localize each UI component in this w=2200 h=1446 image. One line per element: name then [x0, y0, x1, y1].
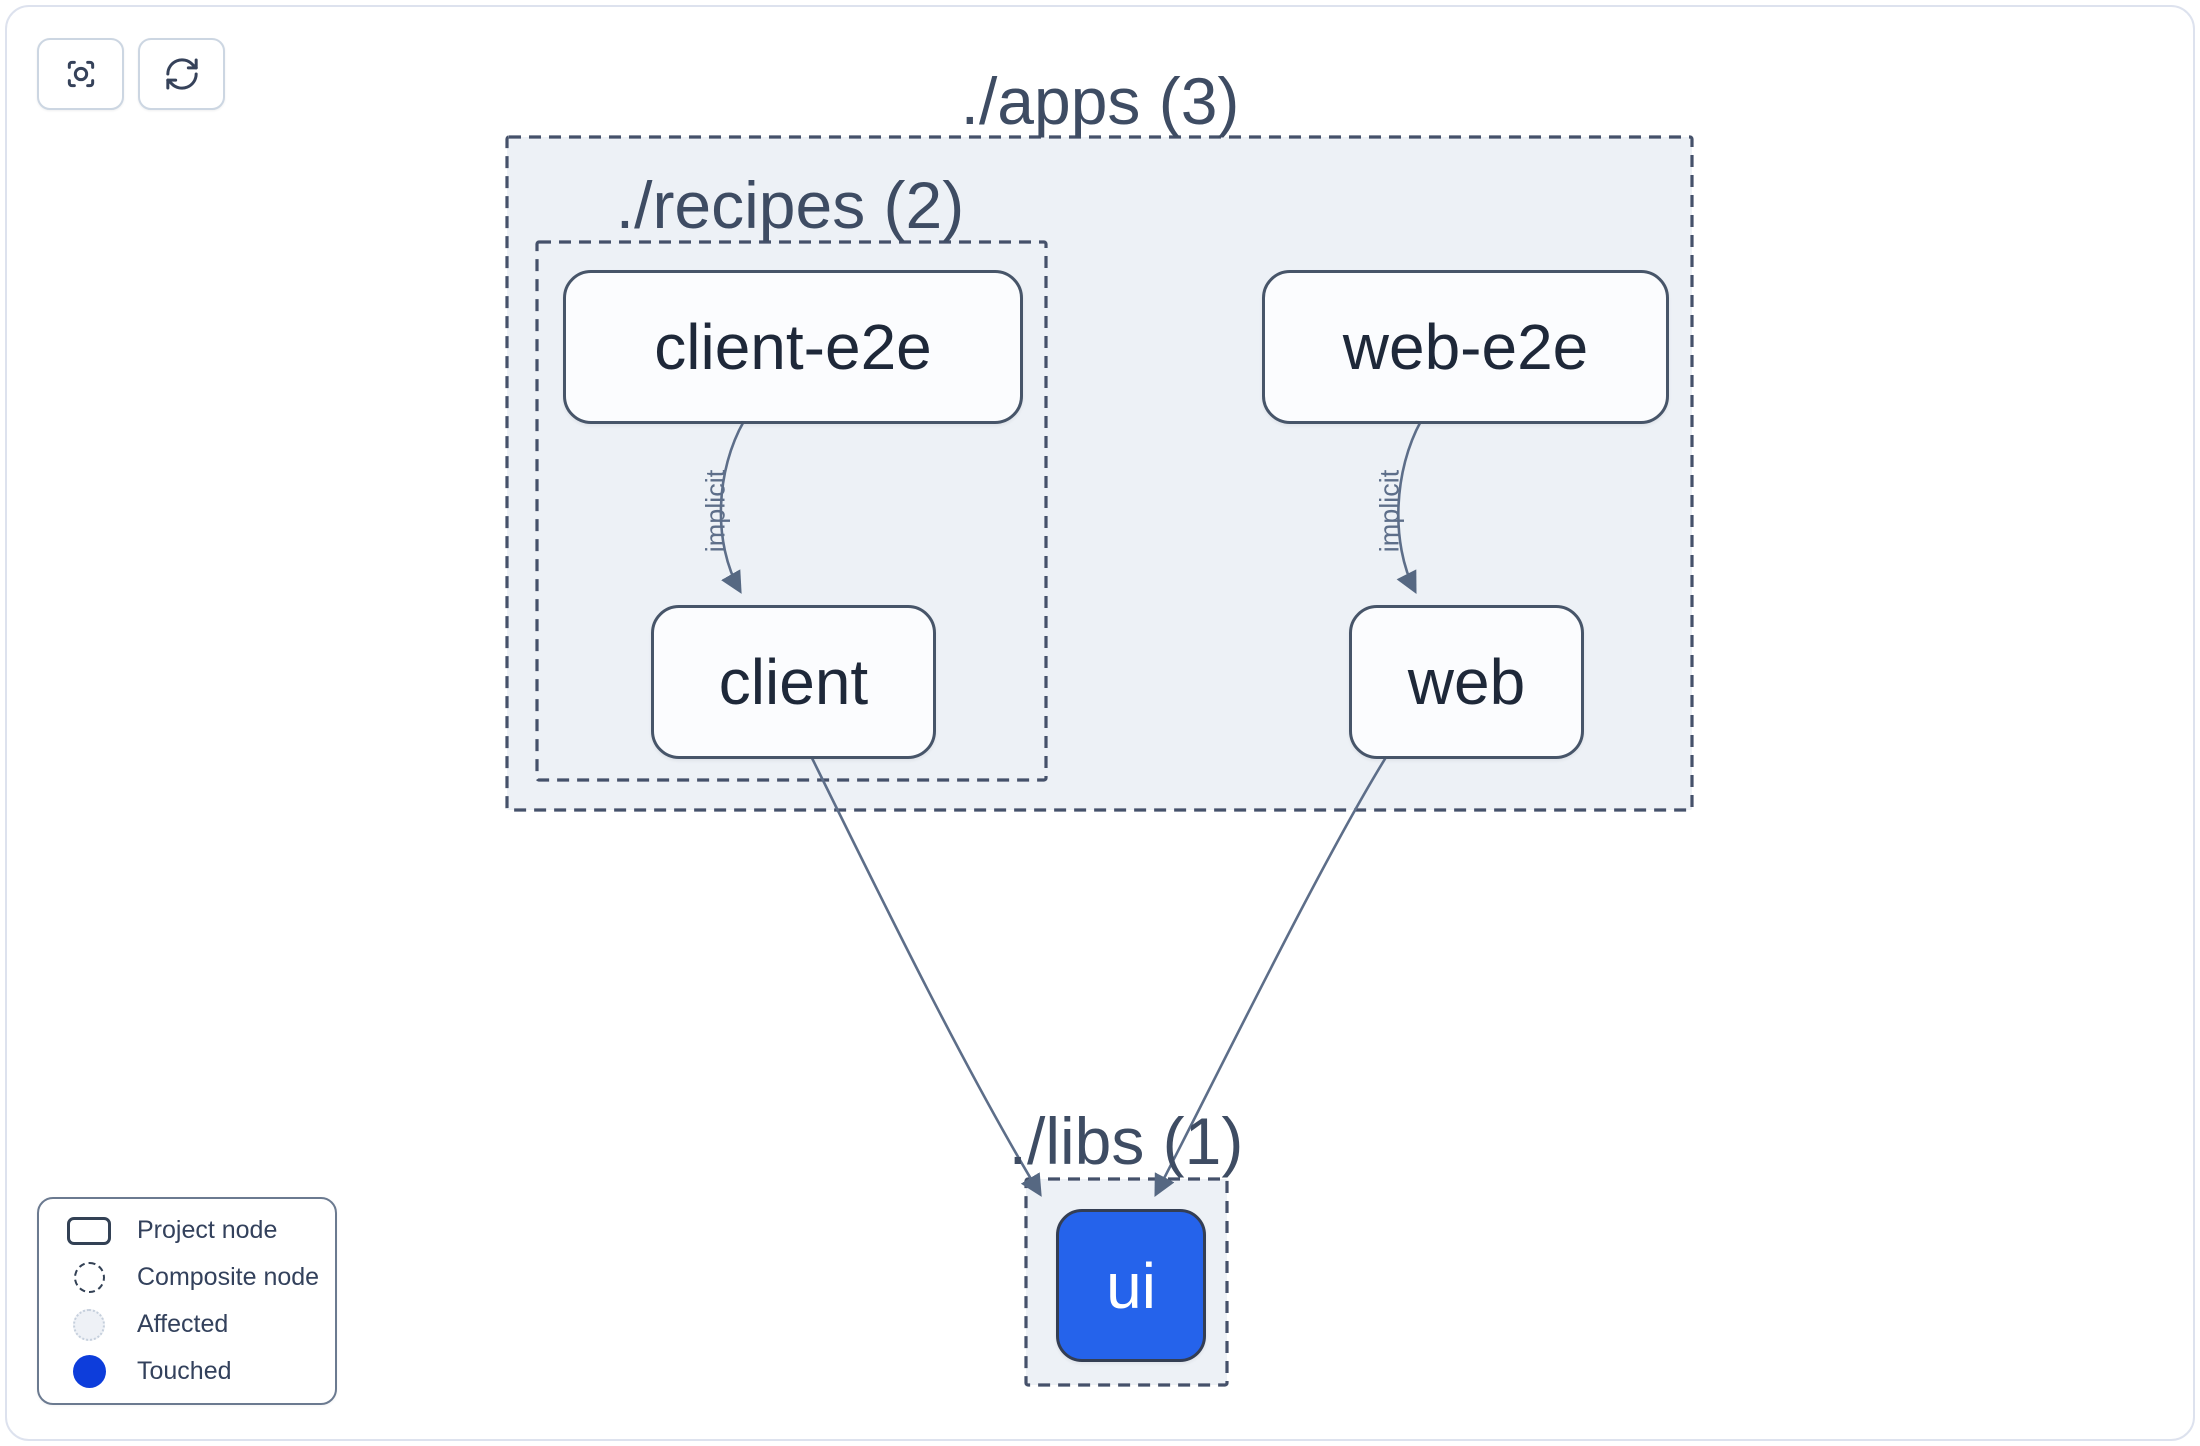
edge-label-implicit-client: implicit — [700, 469, 731, 553]
group-title-recipes[interactable]: ./recipes (2) — [615, 168, 965, 242]
project-node-web[interactable]: web — [1349, 605, 1584, 759]
project-node-client-e2e[interactable]: client-e2e — [563, 270, 1023, 424]
affected-icon — [73, 1308, 105, 1341]
group-title-apps[interactable]: ./apps (3) — [960, 64, 1240, 138]
project-node-icon — [67, 1216, 111, 1245]
center-graph-button[interactable] — [37, 38, 124, 110]
edge-client-e2e-to-client — [719, 420, 746, 594]
edge-client-to-ui — [808, 753, 1042, 1197]
touched-icon — [72, 1355, 106, 1388]
project-node-web-e2e[interactable]: web-e2e — [1262, 270, 1669, 424]
legend-row-touched: Touched — [39, 1348, 335, 1395]
focus-target-icon — [61, 54, 101, 94]
legend-row-project-node: Project node — [39, 1207, 335, 1254]
legend-row-affected: Affected — [39, 1301, 335, 1348]
edge-label-implicit-web: implicit — [1374, 469, 1405, 553]
refresh-icon — [162, 54, 202, 94]
edge-web-to-ui — [1154, 753, 1390, 1197]
legend-label: Composite node — [137, 1263, 320, 1291]
refresh-graph-button[interactable] — [138, 38, 225, 110]
legend-row-composite-node: Composite node — [39, 1254, 335, 1301]
legend-label: Affected — [137, 1310, 229, 1338]
project-node-ui[interactable]: ui — [1056, 1209, 1206, 1362]
group-title-libs[interactable]: ./libs (1) — [1008, 1104, 1244, 1178]
legend-label: Project node — [137, 1216, 278, 1244]
legend-label: Touched — [137, 1357, 232, 1385]
edge-web-e2e-to-web — [1396, 420, 1423, 594]
composite-node-icon — [73, 1262, 105, 1293]
legend: Project node Composite node Affected Tou… — [37, 1197, 337, 1405]
project-node-client[interactable]: client — [651, 605, 936, 759]
